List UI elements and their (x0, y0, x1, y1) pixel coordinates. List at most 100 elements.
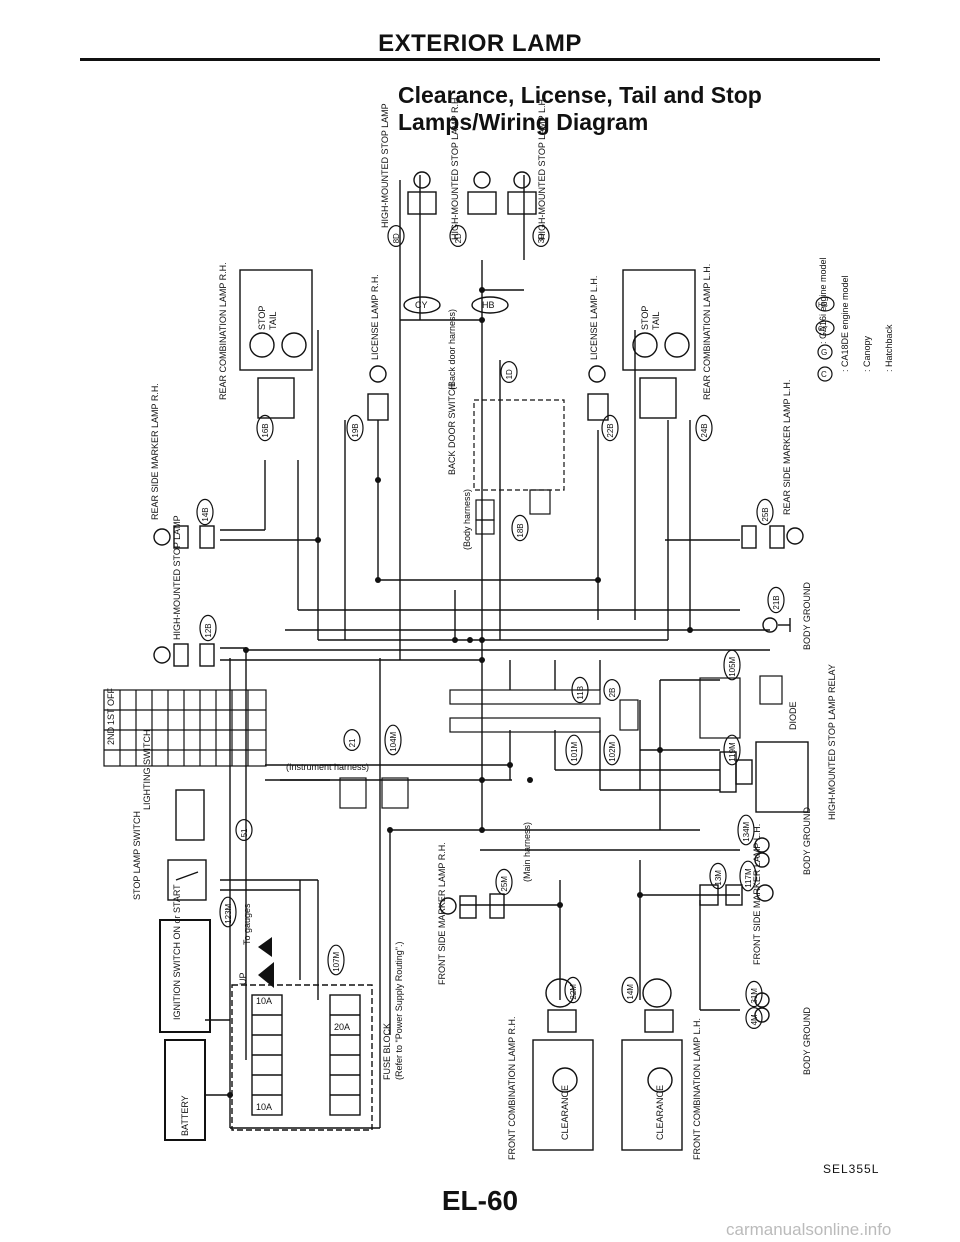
watermark: carmanualsonline.info (726, 1220, 892, 1239)
svg-text:24B: 24B (700, 423, 709, 437)
front-side-marker-rh-label: FRONT SIDE MARKER LAMP R.H. (437, 842, 447, 985)
battery (164, 1039, 206, 1141)
svg-text:8D: 8D (392, 233, 401, 243)
switch-col-1st: 1ST (106, 708, 116, 725)
body-ground-lower-label: BODY GROUND (802, 1007, 812, 1075)
connector-tag: 51 (235, 818, 253, 841)
rear-combination-rh-label: REAR COMBINATION LAMP R.H. (218, 262, 228, 400)
body-harness-label: (Body harness) (462, 489, 472, 550)
connector-tag: 21B (767, 586, 785, 614)
tail-rh-label: TAIL (268, 312, 278, 330)
connector-tag: 25M (495, 868, 513, 896)
connector-tag: 31M (745, 980, 763, 1008)
arrow-icons (258, 937, 274, 988)
connector-tag: 14B (196, 498, 214, 526)
front-combination-lamp-lh (621, 978, 683, 1151)
svg-text:14M: 14M (626, 984, 635, 1000)
svg-text:19B: 19B (351, 423, 360, 437)
legend-cy-text: : Canopy (862, 335, 872, 372)
svg-text:1D: 1D (505, 369, 514, 379)
svg-text:21B: 21B (772, 595, 781, 609)
up-label: UP (238, 972, 248, 985)
svg-text:14B: 14B (201, 507, 210, 521)
back-door-harness-label: (Back door harness) (447, 309, 457, 390)
connector-tag: 4M (745, 1006, 763, 1029)
back-door-switch (473, 399, 565, 535)
front-side-marker-rh (439, 893, 505, 919)
svg-text:31M: 31M (750, 988, 759, 1004)
up-arrow-icon (258, 962, 274, 988)
connector-tag: 11B (571, 676, 589, 704)
lighting-switch-table (103, 689, 267, 767)
legend-cy-symbol: CY (818, 326, 828, 333)
switch-col-2nd: 2ND (106, 726, 116, 745)
svg-text:2D: 2D (454, 233, 463, 243)
fuse-block-note: (Refer to "Power Supply Routing".) (394, 942, 404, 1080)
svg-text:123M: 123M (224, 903, 233, 923)
high-mounted-stop-lamps (403, 171, 537, 314)
legend-g-text: : GA16i engine model (818, 257, 828, 344)
license-lamp-rh-label: LICENSE LAMP R.H. (370, 274, 380, 360)
svg-text:104M: 104M (389, 731, 398, 751)
junction-dots (227, 287, 693, 1098)
license-lamp-lh-label: LICENSE LAMP L.H. (589, 276, 599, 360)
front-side-marker-lh-label: FRONT SIDE MARKER LAMP L.H. (752, 824, 762, 965)
front-side-marker-lh (699, 884, 774, 906)
connector-tag: 22B (601, 414, 619, 442)
connector-tag: 8D (387, 225, 405, 248)
option-hb-mark: HB (482, 300, 495, 310)
diagram-title: Clearance, License, Tail and Stop Lamps/… (398, 82, 762, 135)
rear-combination-lh-label: REAR COMBINATION LAMP L.H. (702, 264, 712, 400)
legend-c-symbol: C (821, 370, 827, 379)
hm-stop-lamp-relay-label: HIGH-MOUNTED STOP LAMP RELAY (827, 664, 837, 820)
svg-text:105M: 105M (728, 656, 737, 676)
hm-stop-lamp-left-label: HIGH-MOUNTED STOP LAMP (172, 515, 182, 640)
connector-tag: 1D (500, 361, 518, 384)
connector-tag: 24B (695, 414, 713, 442)
lighting-switch-label: LIGHTING SWITCH (142, 730, 152, 811)
clearance-rh-label: CLEARANCE (560, 1085, 570, 1140)
option-cy-mark: CY (415, 300, 428, 310)
stop-lamp-switch (167, 789, 207, 901)
rear-side-marker-lh-label: REAR SIDE MARKER LAMP L.H. (782, 380, 792, 515)
legend-g-symbol: G (821, 348, 827, 357)
switch-col-off: OFF (106, 688, 116, 706)
instrument-harness-label: (Instrument harness) (286, 762, 369, 772)
fuse-block-label: FUSE BLOCK (382, 1023, 392, 1080)
body-ground-upper (762, 617, 791, 633)
stop-rh-label: STOP (257, 306, 267, 330)
rear-side-marker-rh (153, 525, 215, 667)
rear-combination-lamp-rh (239, 269, 313, 419)
legend-hb-text: : Hatchback (884, 324, 894, 372)
harness-connectors (339, 689, 639, 809)
svg-text:4M: 4M (750, 1014, 759, 1025)
connector-tag: 123M (219, 896, 237, 928)
connector-tag: 105M (723, 649, 741, 681)
rear-side-marker-rh-label: REAR SIDE MARKER LAMP R.H. (150, 383, 160, 520)
main-harness-label: (Main harness) (522, 822, 532, 882)
fuse-20a: 20A (334, 1022, 350, 1032)
connector-tag: 18B (511, 514, 529, 542)
hm-stop-lamp-top-label: HIGH-MOUNTED STOP LAMP (380, 103, 390, 228)
fuse-block (231, 984, 373, 1131)
connector-tag: 14M (621, 976, 639, 1004)
page-number: EL-60 (441, 1185, 519, 1216)
svg-text:102M: 102M (608, 741, 617, 761)
section-title: EXTERIOR LAMP (378, 30, 582, 57)
back-door-switch-label: BACK DOOR SWITCH (447, 383, 457, 475)
svg-text:2B: 2B (608, 688, 617, 698)
legend-hb-symbol: HB (818, 302, 828, 309)
hm-stop-lamp-relay (719, 741, 809, 813)
fuse-10a-lower: 10A (256, 1102, 272, 1112)
to-gauges-arrow-icon (258, 937, 272, 957)
body-ground-mid-label: BODY GROUND (802, 807, 812, 875)
legend-symbols (815, 296, 835, 382)
svg-text:107M: 107M (332, 951, 341, 971)
rear-side-marker-lh (741, 525, 804, 549)
svg-text:25B: 25B (761, 507, 770, 521)
connector-tag: 12B (199, 614, 217, 642)
ignition-switch (159, 919, 211, 1033)
body-ground-upper-label: BODY GROUND (802, 582, 812, 650)
